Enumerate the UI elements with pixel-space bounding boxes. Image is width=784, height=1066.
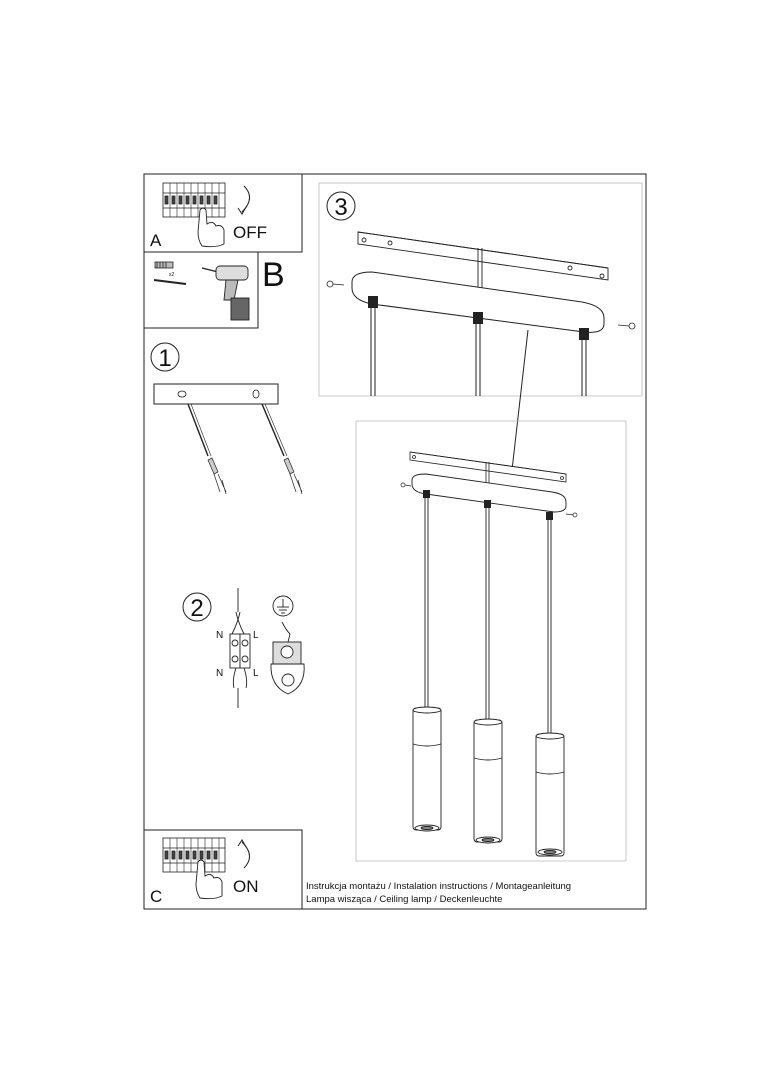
anchor-quantity: x2 [169,272,175,278]
panel-a: A OFF [143,173,303,253]
pendant-tube-left [412,706,442,832]
wire-neutral-bottom: N [216,668,223,679]
panel-c-letter: C [150,887,162,906]
outer-frame [143,173,647,910]
hand-icon [195,859,223,900]
screw-with-plug-icon [261,403,303,495]
step-2-number: 2 [190,595,203,622]
switch-off-label: OFF [233,223,267,242]
wall-plug-icon [154,261,174,269]
ceiling-board [153,383,279,405]
pendant-tube-middle [473,718,503,844]
hand-icon [197,207,225,248]
mounting-screw-icon [326,280,636,330]
detail-leader-line [511,329,529,471]
panel-a-letter: A [150,231,162,250]
breaker-box-icon [162,837,226,873]
suspension-cable [370,308,587,396]
step-1-badge [150,342,180,372]
mounting-screw-icon [400,482,578,518]
canopy [351,271,605,333]
step-3-badge [326,191,356,221]
suspension-cable [424,498,552,734]
step-3-number: 3 [334,194,347,221]
footer-title: Instrukcja montażu / Instalation instruc… [306,881,572,892]
screw-with-plug-icon [187,403,227,495]
cable-grommet-icon [368,296,589,340]
wire-live-bottom: L [253,668,259,679]
assembled-lamp-frame [355,420,627,862]
footer-subtitle: Lampa wisząca / Ceiling lamp / Deckenleu… [306,894,503,905]
ground-terminal-icon [270,641,305,695]
panel-b-letter: B [262,256,285,294]
terminal-block-icon [229,588,251,708]
step-2: 2 N L N L [182,588,305,708]
screw-icon [153,279,187,285]
panel-c: C ON [143,829,303,910]
step-3: 3 [318,182,643,862]
breaker-box-icon [162,182,226,218]
ground-symbol-icon [272,595,294,617]
cable-grommet-icon [423,490,553,520]
step-1: 1 [150,342,303,495]
step-2-badge [182,592,212,622]
wire-live-top: L [253,630,259,641]
panel-b: x2 B [143,251,285,329]
step-1-number: 1 [158,345,171,372]
drill-icon [201,265,250,321]
switch-on-label: ON [233,877,259,896]
wire-neutral-top: N [216,630,223,641]
pendant-tube-right [535,732,565,857]
